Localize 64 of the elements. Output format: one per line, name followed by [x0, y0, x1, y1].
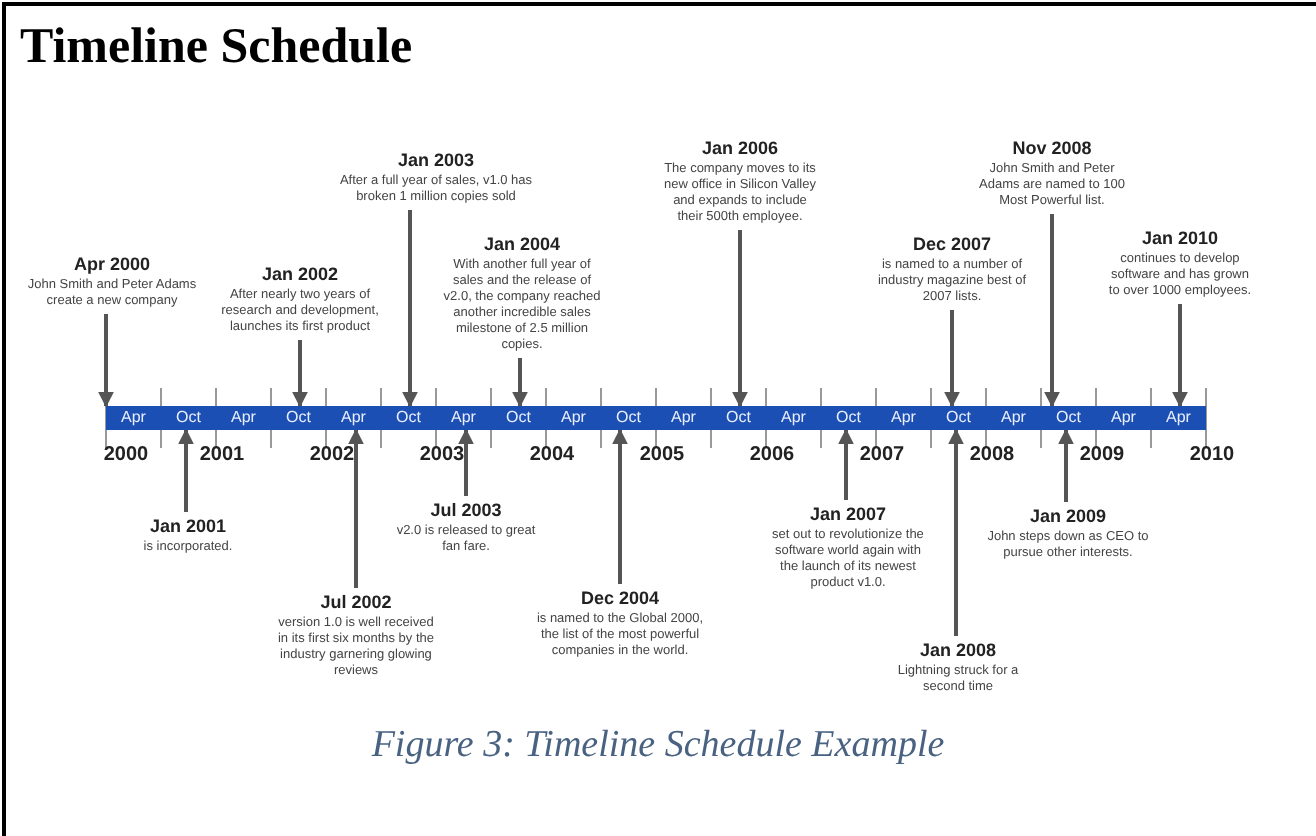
- arrow: [348, 428, 364, 588]
- month-label: Oct: [726, 408, 751, 426]
- arrow: [838, 428, 854, 500]
- year-label: 2001: [199, 444, 245, 466]
- year-label: 2007: [859, 444, 905, 466]
- event-date: Nov 2008: [1010, 138, 1094, 158]
- month-label: Oct: [286, 408, 311, 426]
- arrow: [292, 340, 308, 408]
- year-label: 2006: [749, 444, 795, 466]
- year-label: 2003: [419, 444, 465, 466]
- event-date: Jul 2002: [318, 592, 394, 612]
- event-date: Jul 2003: [428, 500, 504, 520]
- year-label: 2002: [309, 444, 355, 466]
- arrow: [732, 230, 748, 408]
- month-label: Oct: [946, 408, 971, 426]
- event-date: Jan 2003: [395, 150, 477, 170]
- event-date: Jan 2004: [481, 234, 563, 254]
- event-date: Jan 2001: [147, 516, 229, 536]
- month-label: Oct: [396, 408, 421, 426]
- event-date: Jan 2007: [807, 504, 889, 524]
- month-label: Oct: [616, 408, 641, 426]
- month-label: Oct: [1056, 408, 1081, 426]
- event-date: Jan 2006: [699, 138, 781, 158]
- event-date: Jan 2010: [1139, 228, 1221, 248]
- arrow: [1058, 428, 1074, 502]
- event-date: Dec 2007: [910, 234, 994, 254]
- event-date: Apr 2000: [71, 254, 153, 274]
- month-label: Oct: [836, 408, 861, 426]
- event-date: Jan 2002: [259, 264, 341, 284]
- arrow: [512, 358, 528, 408]
- month-label: Apr: [1166, 408, 1191, 426]
- arrow: [612, 428, 628, 584]
- month-label: Apr: [671, 408, 696, 426]
- event-date: Jan 2008: [917, 640, 999, 660]
- arrow: [402, 210, 418, 408]
- figure-caption: Figure 3: Timeline Schedule Example: [369, 724, 947, 768]
- month-label: Oct: [506, 408, 531, 426]
- month-label: Apr: [451, 408, 476, 426]
- arrow: [458, 428, 474, 496]
- month-label: Apr: [1001, 408, 1026, 426]
- title: Timeline Schedule: [20, 20, 413, 76]
- month-label: Apr: [231, 408, 256, 426]
- month-label: Apr: [891, 408, 916, 426]
- event-date: Dec 2004: [578, 588, 662, 608]
- month-label: Oct: [176, 408, 201, 426]
- month-label: Apr: [341, 408, 366, 426]
- year-label: 2000: [103, 444, 149, 466]
- year-label: 2004: [529, 444, 575, 466]
- arrow: [948, 428, 964, 636]
- arrow: [98, 314, 114, 408]
- timeline-bar: [106, 406, 1206, 430]
- arrow: [944, 310, 960, 408]
- month-label: Apr: [561, 408, 586, 426]
- event-date: Jan 2009: [1027, 506, 1109, 526]
- month-label: Apr: [1111, 408, 1136, 426]
- arrow: [178, 428, 194, 512]
- year-label: 2008: [969, 444, 1015, 466]
- year-label: 2010: [1189, 444, 1235, 466]
- month-label: Apr: [121, 408, 146, 426]
- arrow: [1044, 214, 1060, 408]
- month-label: Apr: [781, 408, 806, 426]
- arrow: [1172, 304, 1188, 408]
- year-label: 2005: [639, 444, 685, 466]
- year-label: 2009: [1079, 444, 1125, 466]
